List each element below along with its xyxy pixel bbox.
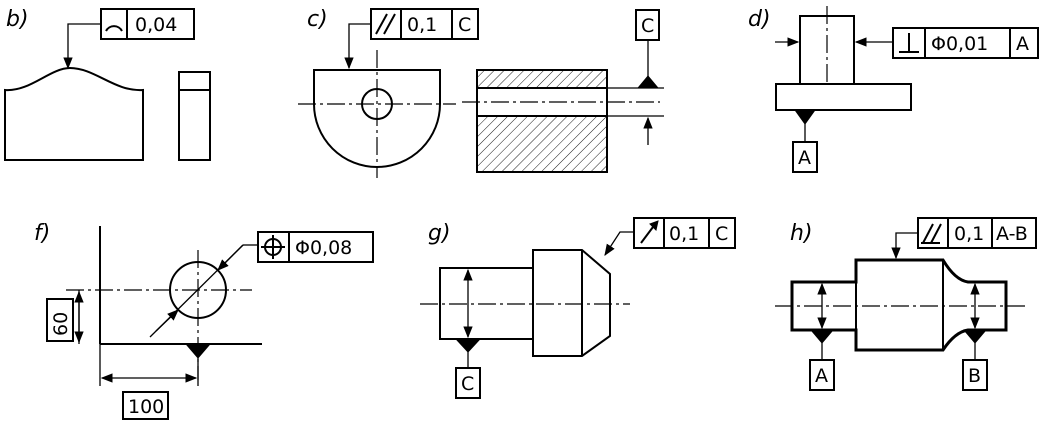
frame-c-tolerance: 0,1 [407,14,437,36]
feature-control-frame-f: Φ0,08 [257,231,374,263]
profile-of-surface-icon [105,25,123,32]
datum-triangle-a [794,109,816,125]
leader-g [604,231,634,256]
d-shaped-part [313,69,441,168]
base-plate [775,83,912,111]
panel-label-c: c) [307,7,328,32]
position-icon [261,235,285,259]
stepped-shaft-g [439,249,611,357]
small-block [178,71,211,161]
dim-100: 100 [128,396,164,418]
leader-h [891,232,918,260]
frame-d-datum: A [1016,33,1029,55]
datum-triangle-c [636,75,660,89]
datum-triangle-h-a [809,329,835,344]
feature-control-frame-b: 0,04 [100,8,195,40]
panel-label-g: g) [428,221,451,246]
frame-f-tolerance: Φ0,08 [295,237,352,259]
circular-runout-icon [640,220,659,244]
perpendicularity-icon [899,33,919,53]
frame-h-tolerance: 0,1 [954,223,984,245]
panel-label-h: h) [790,221,813,246]
total-runout-icon [921,223,942,244]
panel-b: b) 0,04 [4,7,211,161]
frame-c-datum: C [458,14,471,36]
datum-triangle-f [184,343,212,359]
feature-control-frame-d: Φ0,01 A [892,27,1039,59]
datum-triangle-h-b [962,329,988,344]
leader-b [63,23,101,70]
leader-c [344,23,371,70]
datum-a-label: A [798,147,811,169]
frame-g-tolerance: 0,1 [669,223,699,245]
curved-block [4,66,144,161]
feature-control-frame-c: 0,1 C [370,8,479,40]
frame-d-tolerance: Φ0,01 [931,33,988,55]
sectioned-part [476,69,608,173]
feature-control-frame-h: 0,1 A-B [917,217,1037,249]
datum-triangle-g [454,338,482,353]
dim-60: 60 [50,312,72,336]
panel-label-f: f) [34,221,50,246]
panel-f: f) Φ0,08 60 100 [34,221,374,420]
frame-g-datum: C [715,223,728,245]
datum-h-b-label: B [968,365,981,387]
frame-h-datum: A-B [996,223,1028,245]
panel-label-d: d) [748,7,771,32]
panel-h: h) 0,1 A-B A B [775,217,1037,391]
panel-label-b: b) [6,7,29,32]
panel-d: d) Φ0,01 A A [748,6,1039,173]
datum-h-a-label: A [815,365,828,387]
datum-c-label-g: C [461,373,474,395]
feature-control-frame-g: 0,1 C [633,217,736,249]
datum-c-label: C [641,15,654,37]
panel-g: g) C 0,1 C [420,217,736,399]
frame-b-tolerance: 0,04 [135,14,177,36]
parallelism-icon [375,13,396,35]
panel-c: c) 0,1 C C [298,7,664,178]
